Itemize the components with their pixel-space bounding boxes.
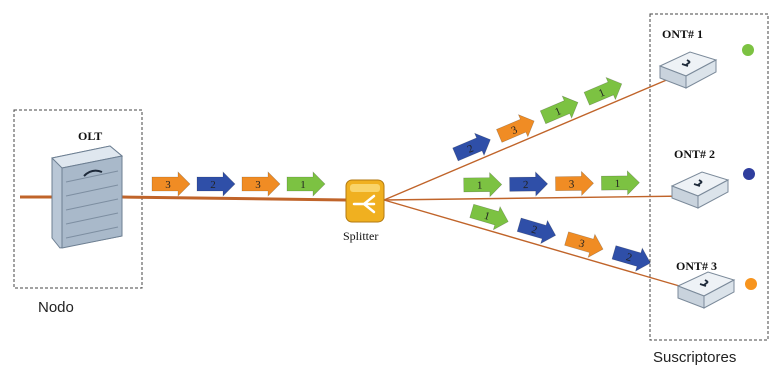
- fiber-trunk: [121, 195, 347, 202]
- fiber-links: [20, 75, 701, 293]
- ont-label-1: ONT# 1: [662, 27, 703, 41]
- trunk-packet-4: 1: [286, 171, 326, 197]
- branch-3-packet-2: 2: [516, 217, 557, 245]
- splitter-label: Splitter: [343, 229, 378, 243]
- branch-2-packet-2-label: 2: [523, 179, 529, 191]
- ont-status-dot-2: [743, 168, 755, 180]
- ont-device-1: [658, 51, 718, 89]
- ont-device-3: [676, 271, 736, 309]
- trunk-packet-4-label: 1: [300, 179, 306, 191]
- branch-1-packet-3-label: 1: [553, 105, 563, 118]
- trunk-packet-1-label: 3: [165, 179, 171, 191]
- node-box: [13, 109, 143, 289]
- ont-devices: ONT# 1 ONT# 2 ONT# 3: [658, 27, 757, 309]
- olt-device: [50, 145, 124, 249]
- branch-3-packet-1: 1: [469, 203, 509, 231]
- branch-2-packet-2: 2: [509, 171, 549, 197]
- fiber-branch-2: [383, 195, 691, 201]
- branch-2-packet-4-label: 1: [615, 178, 621, 190]
- branch-1-packet-1-label: 2: [466, 143, 476, 156]
- olt-label: OLT: [78, 129, 102, 143]
- ont-status-dot-1: [742, 44, 754, 56]
- node-label: Nodo: [38, 299, 74, 316]
- subscribers-box: [649, 13, 769, 341]
- branch-3-packet-4-label: 2: [625, 251, 634, 264]
- ont-device-2: [670, 171, 730, 209]
- branch-2-packet-1: 1: [463, 171, 503, 198]
- branch-1-packet-4-label: 1: [597, 87, 607, 100]
- ont-label-3: ONT# 3: [676, 259, 717, 273]
- branch-2-packet-3: 3: [555, 170, 594, 197]
- branch-3-packet-1-label: 1: [483, 210, 492, 223]
- branch-1-packet-4: 1: [583, 76, 623, 106]
- branch-2-packet-1-label: 1: [477, 180, 483, 192]
- ont-status-dot-3: [745, 278, 757, 290]
- trunk-packet-3-label: 3: [255, 179, 261, 191]
- branch-3-packet-3-label: 3: [577, 237, 586, 250]
- branch-1-packet-3: 1: [539, 95, 579, 125]
- trunk-packet-2: 2: [196, 171, 236, 197]
- branch-3-packet-2-label: 2: [530, 224, 539, 237]
- branch-1-packet-2-label: 3: [509, 124, 519, 137]
- branch-1-packet-2: 3: [496, 114, 535, 143]
- branch-2-packet-3-label: 3: [569, 179, 575, 191]
- branch-3-packet-3: 3: [564, 231, 604, 258]
- trunk-packet-2-label: 2: [210, 179, 216, 191]
- fiber-branch-3: [383, 199, 701, 293]
- fiber-branch-1: [383, 75, 677, 201]
- trunk-packet-3: 3: [241, 171, 281, 197]
- branch-1-packet-1: 2: [452, 132, 491, 162]
- trunk-packet-1: 3: [151, 171, 191, 197]
- splitter-device: [345, 179, 385, 223]
- branch-3-packet-4: 2: [611, 245, 651, 272]
- branch-2-packet-4: 1: [601, 170, 640, 196]
- ont-label-2: ONT# 2: [674, 147, 715, 161]
- subscribers-label: Suscriptores: [653, 349, 736, 366]
- data-packets: 3 2 3 1 2 3 1 1 1 2 3 1 1 2 3 2: [151, 76, 651, 272]
